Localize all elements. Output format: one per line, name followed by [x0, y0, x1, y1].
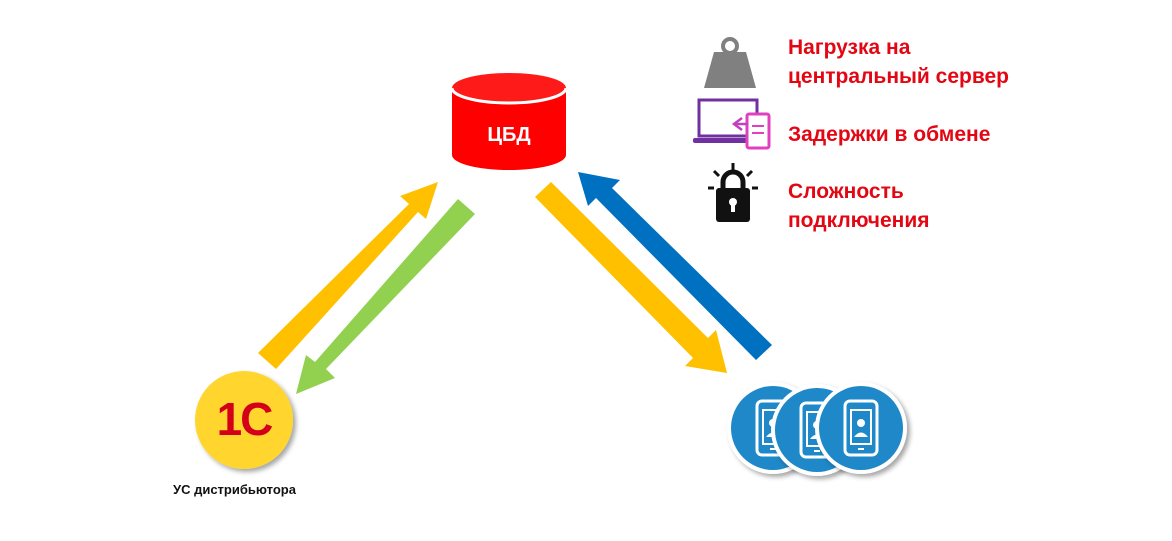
- padlock-icon: [708, 163, 758, 222]
- arrow-distributor-to-db: [258, 182, 438, 369]
- database-cylinder: [450, 73, 568, 170]
- arrow-mobile-to-db: [578, 172, 772, 360]
- mobile-device-icon: [815, 382, 907, 474]
- legend-complexity-text: Сложность подключения: [788, 180, 930, 232]
- legend-load-text: Нагрузка на центральный сервер: [788, 36, 1010, 88]
- arrow-db-to-distributor: [296, 199, 475, 394]
- arrow-db-to-mobile: [535, 182, 727, 373]
- mobile-devices-group: [727, 382, 907, 476]
- legend-delay-text: Задержки в обмене: [788, 123, 991, 146]
- onec-logo-icon: [195, 371, 293, 469]
- database-label: ЦБД: [487, 124, 531, 146]
- onec-logo-text: 1С: [216, 393, 274, 445]
- weight-icon: [704, 37, 756, 88]
- laptop-phone-icon: [693, 98, 771, 150]
- distributor-caption: УС дистрибьютора: [173, 482, 296, 497]
